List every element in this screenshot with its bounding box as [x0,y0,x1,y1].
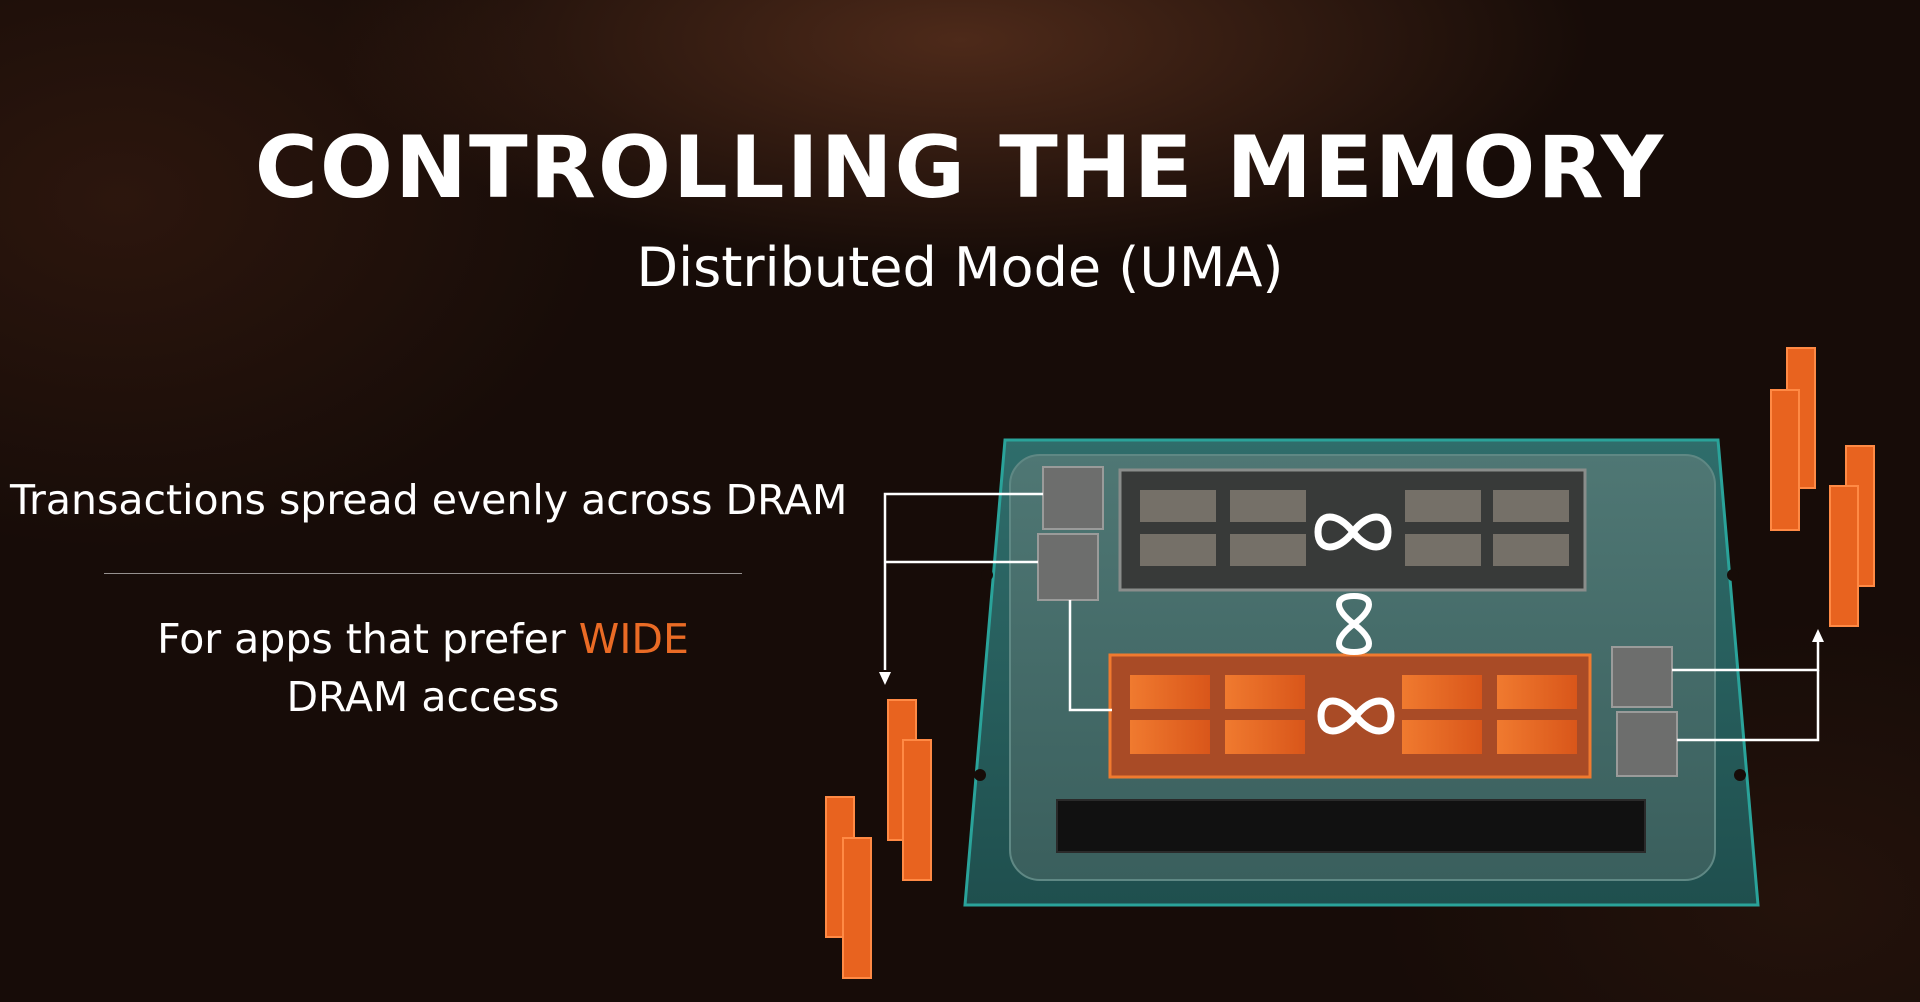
bottom-die [1108,653,1592,779]
core-block [1493,490,1569,522]
infinity-fabric-icon [1314,513,1392,551]
substrate-notch [974,769,986,781]
core-block [1130,720,1210,754]
bullet-wide-suffix: DRAM access [286,673,560,721]
core-block [1230,490,1306,522]
memory-routing-lines [883,492,1820,742]
bullet-wide-prefix: For apps that prefer [157,615,579,663]
core-block [1225,720,1305,754]
core-block [1402,720,1482,754]
bullet-divider [104,573,742,574]
substrate-strip [1056,799,1646,853]
core-block [1405,534,1481,566]
dram-stick [902,739,932,881]
core-block [1230,534,1306,566]
core-block [1402,675,1482,709]
arrow-down-icon [879,672,891,685]
arrow-up-icon [1812,629,1824,642]
substrate-notch [981,569,993,581]
dram-stick [842,837,872,979]
memory-controller [1037,533,1099,601]
dram-stick [1770,389,1800,531]
dram-group-right [1770,347,1875,627]
dram-group-left [825,699,932,979]
core-block [1497,675,1577,709]
memory-controller [1616,711,1678,777]
top-die [1118,468,1587,592]
memory-controller [1611,646,1673,708]
infinity-link-icon [1336,592,1372,656]
core-block [1225,675,1305,709]
core-block [1130,675,1210,709]
substrate-notch [1727,569,1739,581]
infinity-fabric-icon [1317,697,1395,735]
core-block [1140,490,1216,522]
core-block [1140,534,1216,566]
core-block [1497,720,1577,754]
core-block [1493,534,1569,566]
memory-controller [1042,466,1104,530]
bullet-wide-highlight: WIDE [578,615,689,663]
substrate-notch [1734,769,1746,781]
slide-title: CONTROLLING THE MEMORY [254,118,1666,218]
bullet-wide-access: For apps that prefer WIDE DRAM access [104,610,742,726]
slide-subtitle: Distributed Mode (UMA) [636,236,1284,299]
dram-stick [1829,485,1859,627]
bullet-transactions: Transactions spread evenly across DRAM [10,476,848,524]
core-block [1405,490,1481,522]
